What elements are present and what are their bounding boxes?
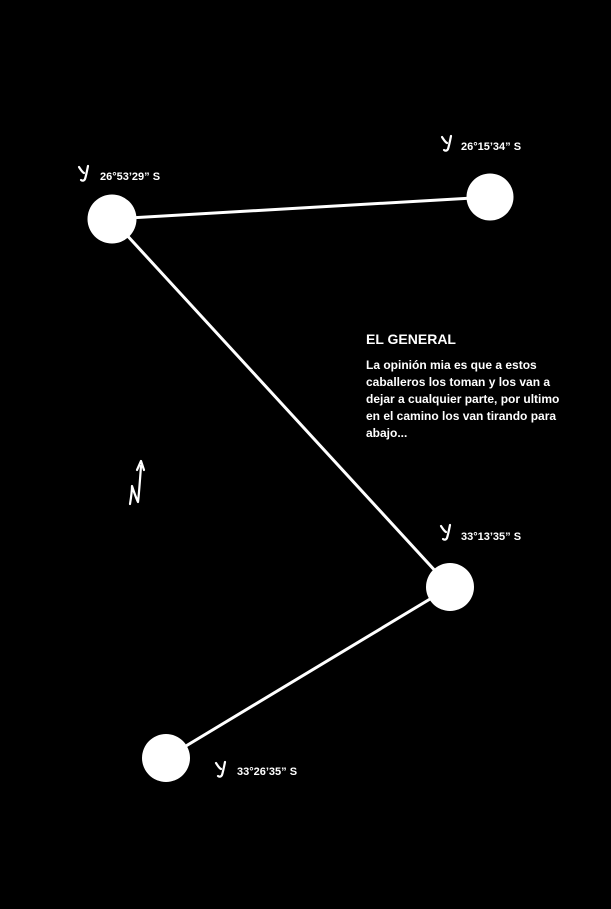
- handwritten-mark-icon: [214, 760, 227, 778]
- waypoint-p1: [87, 194, 137, 244]
- coordinate-label-p1: 26°53’29” S: [100, 171, 161, 183]
- route-segment-p1-p3: [110, 217, 452, 589]
- coordinate-label-p3: 33°13’35” S: [461, 531, 522, 543]
- quote-title: EL GENERAL: [366, 331, 456, 347]
- waypoint-p2: [466, 173, 514, 221]
- coordinate-label-p2: 26°15’34” S: [461, 141, 522, 153]
- route-segment-p3-p4: [165, 585, 451, 760]
- handwritten-mark-icon: [77, 164, 90, 182]
- route-segment-p2-p1: [111, 195, 491, 221]
- quote-block: EL GENERAL La opinión mia es que a estos…: [366, 331, 566, 441]
- waypoint-p4: [142, 734, 190, 782]
- quote-body: La opinión mia es que a estos caballeros…: [366, 358, 560, 440]
- waypoint-p3: [426, 563, 474, 611]
- coordinate-label-p4: 33°26’35” S: [237, 766, 298, 778]
- handwritten-mark-icon: [440, 134, 453, 152]
- north-arrow-icon: [128, 459, 146, 506]
- handwritten-mark-icon: [439, 523, 452, 541]
